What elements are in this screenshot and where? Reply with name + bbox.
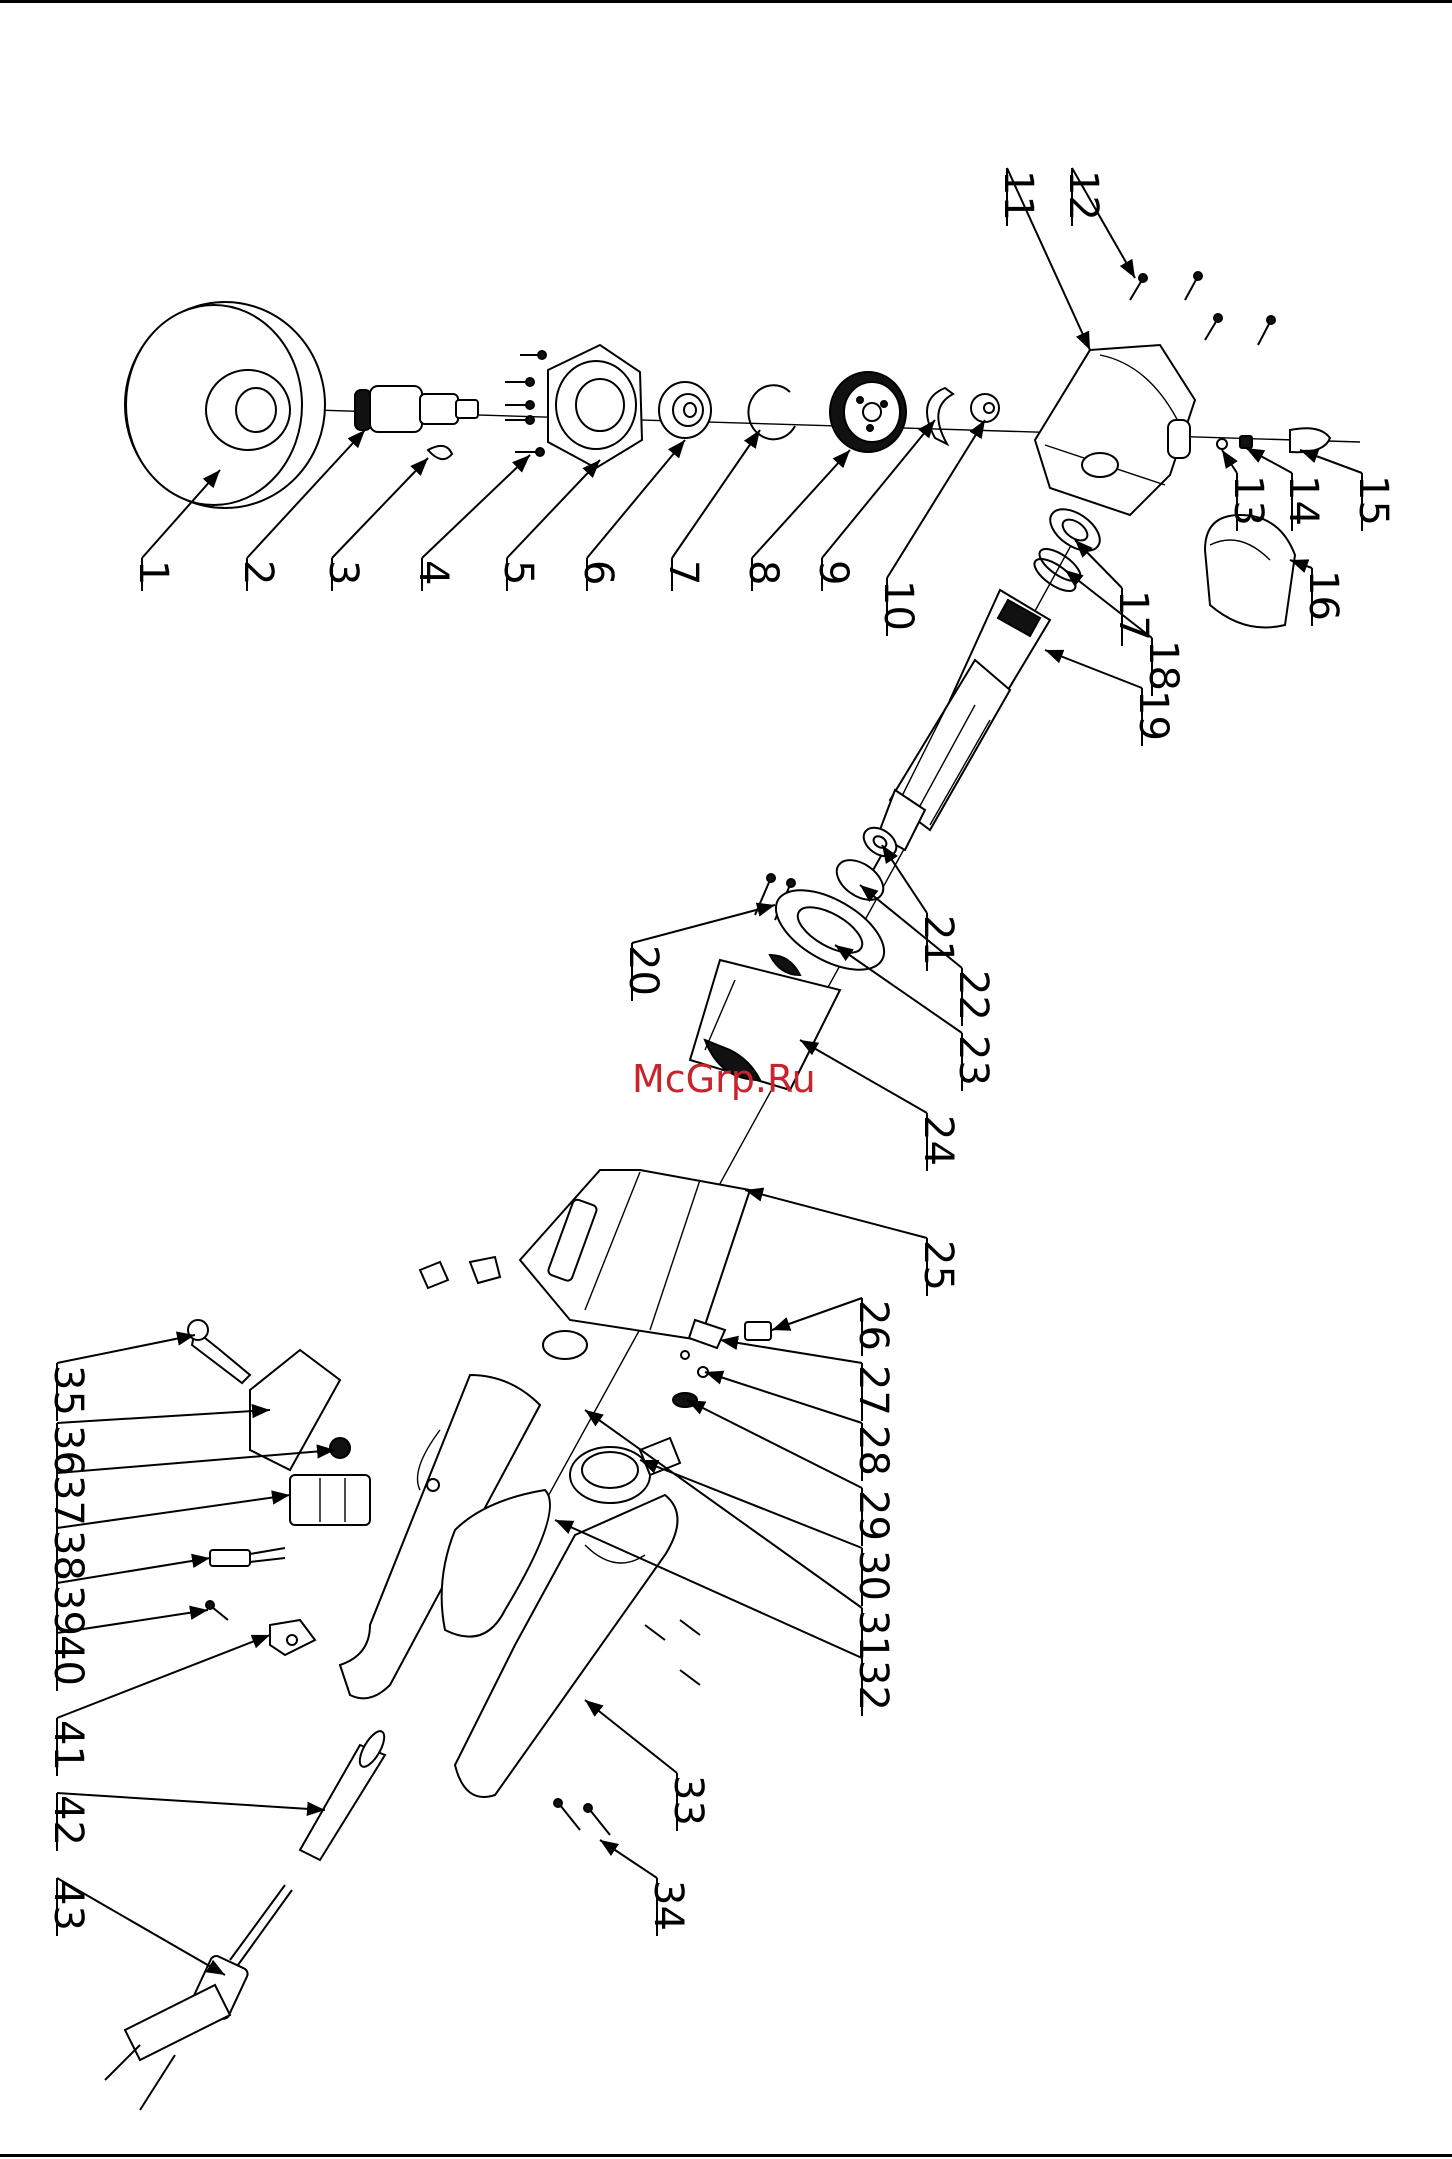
- part-label-2: 2: [235, 560, 281, 585]
- part-label-8: 8: [740, 560, 786, 585]
- part-armature: [872, 590, 1050, 872]
- leader-arrow-26: [772, 1298, 862, 1330]
- part-label-38: 38: [45, 1530, 91, 1581]
- leader-arrow-27: [720, 1340, 862, 1363]
- part-label-21: 21: [915, 915, 961, 966]
- part-label-12: 12: [1060, 170, 1106, 221]
- part-label-41: 41: [45, 1720, 91, 1771]
- part-switch-components: [188, 1320, 370, 1655]
- part-label-20: 20: [620, 945, 666, 996]
- leader-arrow-29: [687, 1400, 862, 1488]
- part-flange-screws: [505, 351, 546, 456]
- leader-arrow-17: [1075, 540, 1122, 588]
- leader-arrow-34: [600, 1840, 657, 1878]
- leader-arrow-25: [745, 1190, 927, 1238]
- part-label-14: 14: [1280, 475, 1326, 526]
- part-bevel-gear: [830, 372, 906, 452]
- part-handle-cap: [1205, 515, 1295, 628]
- part-label-35: 35: [45, 1365, 91, 1416]
- part-bearing-flange: [548, 345, 642, 468]
- watermark-text: McGrp.Ru: [632, 1057, 816, 1101]
- leader-arrow-4: [422, 455, 530, 558]
- part-spindle-lock: [1217, 428, 1330, 452]
- part-grinding-disc: [125, 302, 325, 508]
- part-label-24: 24: [915, 1115, 961, 1166]
- part-label-22: 22: [950, 970, 996, 1021]
- part-switch-ring: [570, 1438, 680, 1503]
- part-cable-sleeve: [300, 1728, 389, 1860]
- leader-arrow-35: [57, 1335, 195, 1363]
- part-label-43: 43: [45, 1880, 91, 1931]
- part-label-10: 10: [875, 580, 921, 631]
- part-label-26: 26: [850, 1300, 896, 1351]
- part-label-7: 7: [660, 560, 706, 585]
- part-bearing-front: [659, 382, 711, 438]
- leader-arrow-14: [1246, 448, 1292, 473]
- leader-arrow-42: [57, 1793, 325, 1810]
- leader-arrow-3: [332, 458, 428, 558]
- part-label-29: 29: [850, 1490, 896, 1541]
- part-spindle: [355, 386, 478, 432]
- part-label-17: 17: [1110, 590, 1156, 641]
- part-label-33: 33: [665, 1775, 711, 1826]
- part-label-27: 27: [850, 1365, 896, 1416]
- part-label-4: 4: [410, 560, 456, 585]
- part-label-9: 9: [810, 560, 856, 585]
- part-label-32: 32: [850, 1660, 896, 1711]
- part-housing-screws: [1130, 272, 1275, 345]
- part-label-13: 13: [1225, 475, 1271, 526]
- part-label-6: 6: [575, 560, 621, 585]
- part-gear-housing: [1035, 345, 1195, 515]
- leader-arrow-33: [585, 1700, 677, 1773]
- part-label-11: 11: [995, 170, 1041, 221]
- leader-arrow-7: [672, 430, 760, 558]
- leader-arrow-19: [1045, 650, 1142, 688]
- part-key: [428, 446, 452, 459]
- part-label-28: 28: [850, 1425, 896, 1476]
- part-label-25: 25: [915, 1240, 961, 1291]
- part-label-1: 1: [130, 560, 176, 585]
- leader-arrow-13: [1222, 450, 1237, 473]
- leader-arrow-5: [507, 460, 600, 558]
- leader-arrow-20: [632, 905, 775, 943]
- leader-arrow-15: [1300, 450, 1362, 473]
- part-power-cord: [105, 1885, 292, 2110]
- part-spring-clip: [927, 388, 953, 444]
- part-label-19: 19: [1130, 690, 1176, 741]
- part-bushing: [971, 394, 999, 422]
- part-label-16: 16: [1300, 570, 1346, 621]
- part-label-42: 42: [45, 1795, 91, 1846]
- part-label-3: 3: [320, 560, 366, 585]
- leader-arrow-28: [705, 1372, 862, 1423]
- part-label-31: 31: [850, 1610, 896, 1661]
- part-circlip: [748, 385, 795, 439]
- part-label-15: 15: [1350, 475, 1396, 526]
- leader-arrow-10: [887, 420, 985, 578]
- leader-arrow-24: [800, 1040, 927, 1113]
- part-label-18: 18: [1140, 640, 1186, 691]
- leader-arrow-21: [882, 845, 927, 913]
- part-label-5: 5: [495, 560, 541, 585]
- part-label-30: 30: [850, 1550, 896, 1601]
- part-label-37: 37: [45, 1475, 91, 1526]
- part-label-34: 34: [645, 1880, 691, 1931]
- part-label-36: 36: [45, 1425, 91, 1476]
- part-label-39: 39: [45, 1585, 91, 1636]
- part-label-40: 40: [45, 1635, 91, 1686]
- part-label-23: 23: [950, 1035, 996, 1086]
